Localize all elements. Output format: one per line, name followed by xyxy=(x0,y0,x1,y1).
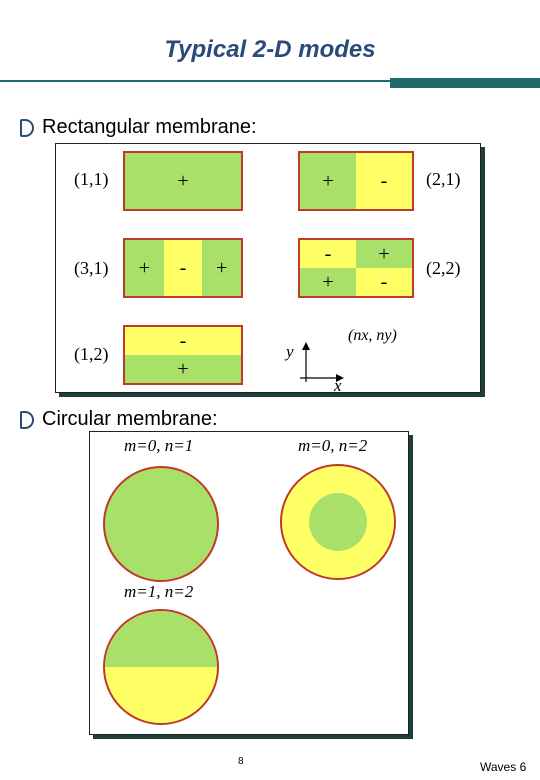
mode-cell: + xyxy=(300,268,356,296)
mode-cell: + xyxy=(202,240,242,296)
mode-label-1-1: (1,1) xyxy=(74,169,109,189)
mode-label-3-1: (3,1) xyxy=(74,258,109,278)
mode-cell: + xyxy=(125,153,241,209)
mode-cell: - xyxy=(300,240,356,268)
mode-label-2-1: (2,1) xyxy=(426,169,461,189)
rectangular-heading: Rectangular membrane: xyxy=(42,116,257,138)
circle-label-0-2: m=0, n=2 xyxy=(298,436,368,455)
title-rule xyxy=(0,78,540,90)
mode-cell: - xyxy=(125,327,241,355)
circle-mode-0-1 xyxy=(103,466,219,582)
bullet-icon xyxy=(20,410,34,429)
y-axis-label: y xyxy=(286,342,294,361)
mode-cell: + xyxy=(356,240,412,268)
circle-half-node xyxy=(105,611,217,667)
axes-icon xyxy=(300,342,344,382)
circular-heading: Circular membrane: xyxy=(42,408,218,430)
title-rule-thick xyxy=(390,78,540,88)
mode-1-1: + xyxy=(123,151,243,211)
page-number: 8 xyxy=(238,756,244,767)
mode-label-1-2: (1,2) xyxy=(74,344,109,364)
mode-cell: - xyxy=(356,268,412,296)
circle-mode-0-2 xyxy=(280,464,396,580)
x-axis-label: x xyxy=(334,376,342,395)
rectangular-panel: (1,1) + + - (2,1) (3,1) + - + - + + - (2… xyxy=(55,143,481,395)
mode-1-2: - + xyxy=(123,325,243,385)
title-rule-thin xyxy=(0,80,540,82)
mode-cell: - xyxy=(356,153,412,209)
mode-cell: + xyxy=(125,355,241,383)
circle-inner-node xyxy=(309,493,367,551)
mode-3-1: + - + xyxy=(123,238,243,298)
mode-cell: + xyxy=(125,240,164,296)
bullet-icon xyxy=(20,118,34,137)
mode-label-2-2: (2,2) xyxy=(426,258,461,278)
mode-cell: - xyxy=(163,240,203,296)
circle-label-1-2: m=1, n=2 xyxy=(124,582,194,601)
mode-2-2: - + + - xyxy=(298,238,414,298)
mode-cell: + xyxy=(300,153,356,209)
slide-title: Typical 2-D modes xyxy=(164,36,376,63)
bullet-rectangular: Rectangular membrane: xyxy=(20,116,257,139)
circular-panel: m=0, n=1 m=0, n=2 m=1, n=2 xyxy=(89,431,409,735)
mode-tuple-label: (nx, ny) xyxy=(348,327,397,344)
circle-mode-1-2 xyxy=(103,609,219,725)
circle-label-0-1: m=0, n=1 xyxy=(124,436,194,455)
mode-2-1: + - xyxy=(298,151,414,211)
footer-text: Waves 6 xyxy=(480,760,527,774)
bullet-circular: Circular membrane: xyxy=(20,408,218,431)
